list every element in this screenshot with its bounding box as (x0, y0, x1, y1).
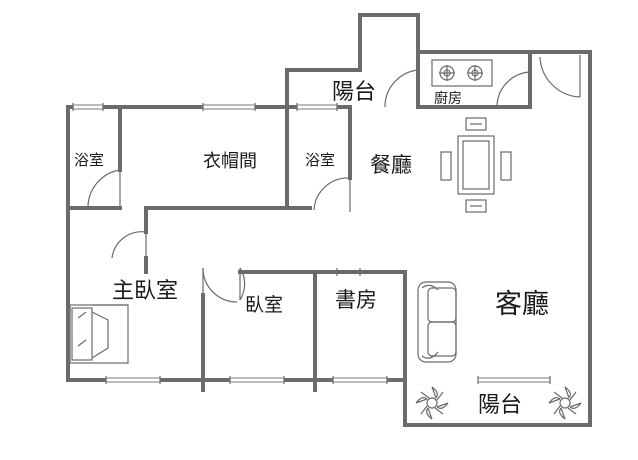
room-label-bath-center: 浴室 (305, 151, 335, 169)
windows (72, 103, 551, 384)
room-label-closet: 衣帽間 (203, 151, 257, 172)
room-label-balcony-top: 陽台 (332, 80, 376, 105)
plant-icon (415, 386, 449, 420)
room-label-dining: 餐廳 (370, 153, 412, 177)
sofa-icon (417, 281, 457, 363)
room-label-study: 書房 (335, 288, 377, 312)
plant-icon (548, 386, 582, 420)
bed-icon (69, 304, 129, 364)
room-label-bedroom: 臥室 (245, 294, 283, 316)
walls (66, 13, 592, 427)
dining-table-icon (440, 117, 512, 213)
room-labels: 陽台 廚房 浴室 衣帽間 浴室 餐廳 主臥室 臥室 書房 客廳 陽台 (74, 80, 549, 418)
stove-icon (431, 59, 493, 87)
doors (87, 55, 581, 303)
room-label-kitchen: 廚房 (434, 90, 462, 107)
room-label-living-room: 客廳 (495, 289, 549, 320)
room-label-bath-left: 浴室 (74, 151, 104, 169)
room-label-balcony-bottom: 陽台 (478, 393, 522, 418)
room-label-master-bedroom: 主臥室 (112, 279, 178, 304)
